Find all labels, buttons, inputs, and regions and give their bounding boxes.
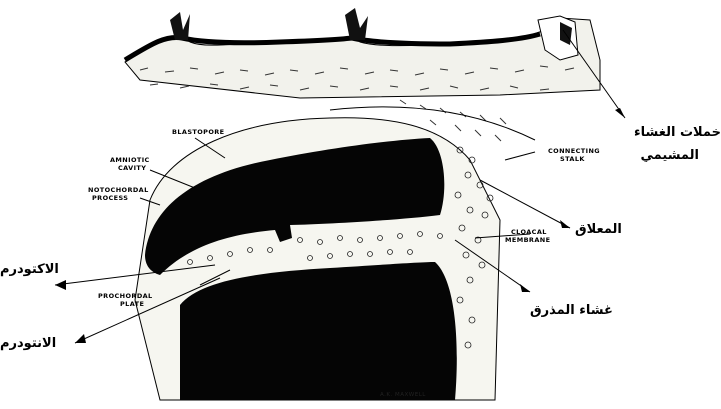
label-connecting-stalk: CONNECTING STALK bbox=[548, 147, 600, 163]
label-cloacal-line2: MEMBRANE bbox=[505, 236, 550, 244]
label-ectoderm: الاكتودرم bbox=[0, 262, 59, 277]
label-endoderm: الانتودرم bbox=[0, 336, 56, 351]
label-notochordal-process: NOTOCHORDAL PROCESS bbox=[88, 186, 149, 202]
label-chorionic-villi-line1: خملات الغشاء bbox=[606, 125, 721, 140]
label-amniotic-line1: AMNIOTIC bbox=[110, 156, 150, 164]
label-prochordal-line2: PLATE bbox=[98, 300, 153, 308]
label-notochordal-line1: NOTOCHORDAL bbox=[88, 186, 149, 194]
label-chorionic-villi: خملات الغشاء المشيمي bbox=[606, 125, 721, 163]
label-amniotic-cavity: AMNIOTIC CAVITY bbox=[110, 156, 150, 172]
chorion-layer bbox=[125, 8, 600, 98]
label-blastopore: BLASTOPORE bbox=[172, 128, 225, 136]
label-connecting-line2: STALK bbox=[548, 155, 600, 163]
label-prochordal-plate: PROCHORDAL PLATE bbox=[98, 292, 153, 308]
label-allantois: المعلاق bbox=[575, 222, 622, 237]
label-cloacal-membrane: CLOACAL MEMBRANE bbox=[505, 228, 550, 244]
label-notochordal-line2: PROCESS bbox=[88, 194, 149, 202]
artist-credit: A.K. MAXWELL bbox=[380, 392, 426, 398]
label-cloacal-membrane-ar: غشاء المذرق bbox=[530, 303, 613, 318]
label-cloacal-line1: CLOACAL bbox=[505, 228, 550, 236]
label-amniotic-line2: CAVITY bbox=[110, 164, 150, 172]
label-prochordal-line1: PROCHORDAL bbox=[98, 292, 153, 300]
yolk-sac bbox=[180, 262, 457, 400]
label-connecting-line1: CONNECTING bbox=[548, 147, 600, 155]
label-chorionic-villi-line2: المشيمي bbox=[606, 148, 721, 163]
